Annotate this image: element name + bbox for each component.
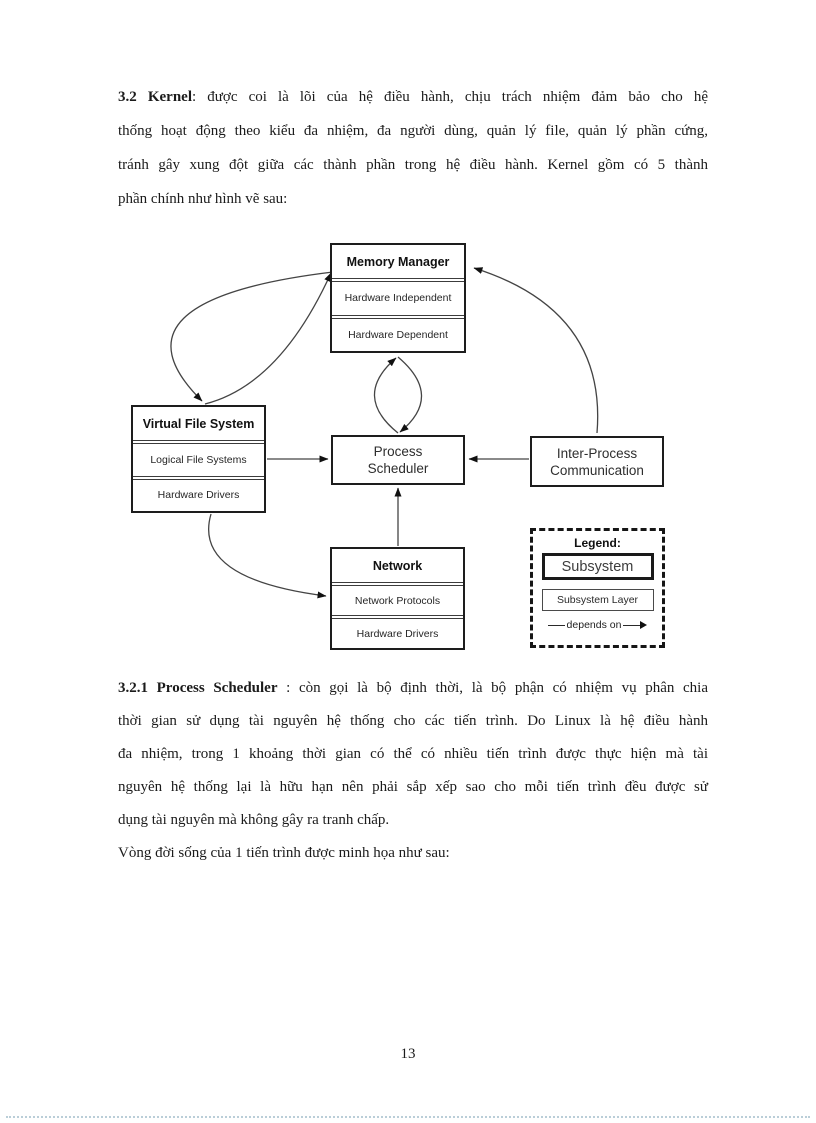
network-box: Network Network Protocols Hardware Drive… <box>330 547 465 650</box>
arrow-vfs-to-network <box>208 513 327 599</box>
paragraph-kernel-line: 3.2 Kernel: được coi là lõi của hệ điều … <box>118 89 708 105</box>
depends-on-line <box>547 624 565 626</box>
network-layer-network-protocols: Network Protocols <box>332 585 463 616</box>
paragraph-process-scheduler: 3.2.1 Process Scheduler : còn gọi là bộ … <box>118 672 708 870</box>
depends-on-label: depends on <box>566 619 622 631</box>
page-number: 13 <box>400 1046 416 1062</box>
depends-on-line <box>623 624 641 626</box>
paragraph-ps-line: Vòng đời sống của 1 tiến trình được minh… <box>118 845 450 861</box>
kernel-heading: 3.2 Kernel <box>118 89 192 105</box>
arrow-memory-manager-to-process-scheduler <box>397 356 423 433</box>
vfs-layer-hardware-drivers: Hardware Drivers <box>133 478 264 512</box>
paragraph-ps-line: nguyên hệ thống lại là hữu hạn nên phải … <box>118 779 708 795</box>
memory-manager-layer-hardware-independent: Hardware Independent <box>332 281 464 316</box>
paragraph-kernel-line: thống hoạt động theo kiểu đa nhiệm, đa n… <box>118 123 708 139</box>
paragraph-ps-line: 3.2.1 Process Scheduler : còn gọi là bộ … <box>118 680 708 696</box>
arrow-process-scheduler-to-memory-manager <box>373 357 399 434</box>
network-layer-hardware-drivers: Hardware Drivers <box>332 618 463 648</box>
network-title: Network <box>332 549 463 583</box>
paragraph-ps-line: dụng tài nguyên mà không gây ra tranh ch… <box>118 812 390 828</box>
vfs-layer-logical-file-systems: Logical File Systems <box>133 443 264 477</box>
inter-process-communication-box: Inter-Process Communication <box>530 436 664 487</box>
page-break-dotted-line <box>6 1116 810 1118</box>
paragraph-kernel-line: phần chính như hình vẽ sau: <box>118 191 288 207</box>
process-scheduler-heading: 3.2.1 Process Scheduler <box>118 680 278 696</box>
legend-title: Legend: <box>574 536 621 550</box>
paragraph-kernel: 3.2 Kernel: được coi là lõi của hệ điều … <box>118 80 708 216</box>
ipc-label: Inter-Process <box>556 445 638 461</box>
ipc-label: Communication <box>550 462 644 478</box>
paragraph-kernel-line: tránh gây xung đột giữa các thành phần t… <box>118 157 708 173</box>
memory-manager-layer-hardware-dependent: Hardware Dependent <box>332 317 464 352</box>
memory-manager-title: Memory Manager <box>332 245 464 279</box>
memory-manager-box: Memory Manager Hardware Independent Hard… <box>330 243 466 353</box>
process-scheduler-label: Scheduler <box>367 461 429 476</box>
paragraph-ps-line: thời gian sử dụng tài nguyên hệ thống ch… <box>118 713 708 729</box>
arrow-memory-manager-to-vfs <box>170 271 334 402</box>
diagram-legend: Legend: Subsystem Subsystem Layer depend… <box>530 528 665 648</box>
arrow-vfs-to-memory-manager <box>204 272 332 405</box>
depends-on-arrowhead-icon <box>640 621 648 629</box>
legend-depends-on: depends on <box>547 619 648 631</box>
paragraph-ps-line: đa nhiệm, trong 1 khoảng thời gian có th… <box>118 746 708 762</box>
legend-subsystem-sample: Subsystem <box>541 553 654 580</box>
process-scheduler-box: Process Scheduler <box>331 435 465 485</box>
arrow-ipc-to-memory-manager <box>473 267 599 434</box>
virtual-file-system-box: Virtual File System Logical File Systems… <box>131 405 266 513</box>
virtual-file-system-title: Virtual File System <box>133 407 264 441</box>
legend-subsystem-layer-sample: Subsystem Layer <box>541 589 654 611</box>
process-scheduler-label: Process <box>373 444 423 459</box>
